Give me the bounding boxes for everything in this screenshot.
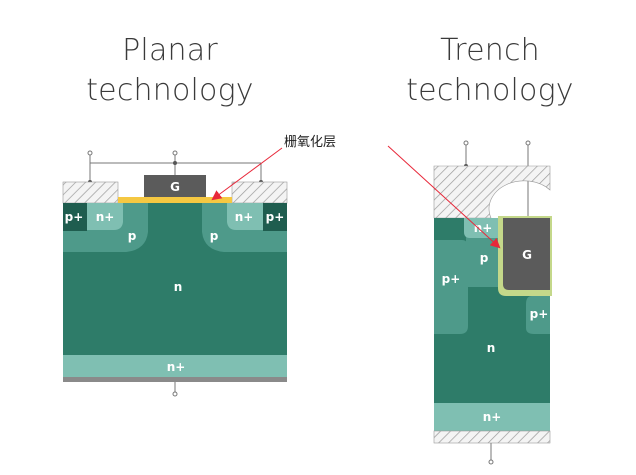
planar-drain-terminal (172, 391, 178, 397)
trench-gate (503, 218, 550, 290)
planar-p-plus-left (63, 203, 87, 231)
annotation-arrow-planar (211, 147, 283, 201)
annotation-arrow-trench (387, 145, 501, 249)
planar-gate-label: G (170, 180, 180, 194)
trench-n-plus-substrate (434, 403, 550, 431)
trench-p-plus-left-label: p+ (442, 272, 461, 286)
planar-p-right-label: p (210, 229, 219, 243)
planar-gate-terminal (172, 150, 178, 156)
trench-p-plus-left (434, 240, 468, 334)
trench-n-plus-source (464, 218, 503, 238)
trench-title: Trench technology (370, 31, 610, 111)
trench-p-plus-right (526, 296, 550, 334)
planar-n-plus-source-left (87, 203, 123, 230)
trench-device: G n+ p p+ p+ n n+ (433, 140, 552, 465)
trench-n-plus-source-label: n+ (474, 221, 493, 235)
trench-p-body-label: p (480, 251, 489, 265)
planar-p-plus-left-label: p+ (65, 210, 84, 224)
planar-p-plus-right (263, 203, 287, 231)
trench-drain-metal (433, 430, 551, 444)
trench-title-line1: Trench (440, 33, 540, 68)
planar-n-plus-source-right (227, 203, 263, 230)
trench-source-metal (433, 165, 551, 219)
planar-title-line1: Planar (122, 33, 218, 68)
planar-title-line2: technology (86, 73, 254, 108)
gate-oxide-annotation: 栅氧化层 (284, 135, 337, 150)
planar-p-plus-right-label: p+ (266, 210, 285, 224)
planar-n-plus-left-label: n+ (96, 210, 115, 224)
planar-n-plus-right-label: n+ (235, 210, 254, 224)
trench-n-plus-substrate-label: n+ (483, 410, 502, 424)
planar-title: Planar technology (50, 31, 290, 111)
planar-n-plus-substrate-label: n+ (167, 360, 186, 374)
trench-p-plus-right-label: p+ (530, 307, 549, 321)
planar-source-metal-left (62, 181, 119, 204)
planar-gate-oxide (118, 197, 232, 203)
trench-source-terminal (463, 140, 469, 146)
planar-source-metal-right (231, 181, 288, 204)
trench-drain-terminal (488, 459, 494, 465)
planar-bus-node (173, 161, 177, 165)
planar-n-drift-label: n (174, 280, 183, 294)
trench-gate-label: G (522, 248, 532, 262)
planar-gate (144, 175, 206, 197)
trench-gate-terminal (525, 140, 531, 146)
planar-n-plus-substrate (63, 355, 287, 377)
planar-device: G p+ n+ p p n+ p+ n n+ (62, 150, 288, 397)
planar-source-terminal (87, 150, 93, 156)
trench-title-line2: technology (406, 73, 574, 108)
planar-p-left-label: p (128, 229, 137, 243)
trench-n-drift-label: n (487, 341, 496, 355)
planar-drain-metal (63, 377, 287, 382)
